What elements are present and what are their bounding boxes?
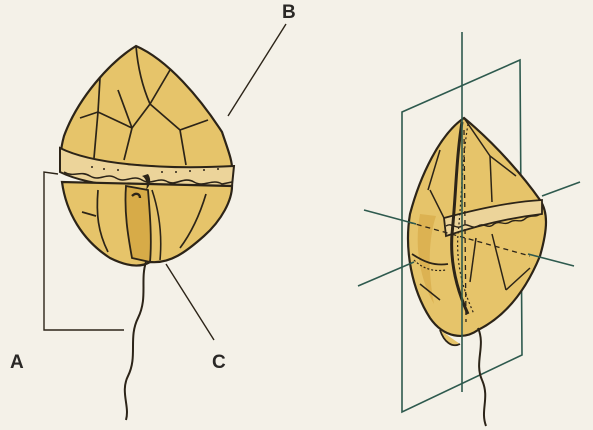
label-b: B <box>282 2 296 24</box>
longitudinal-flagellum <box>125 262 146 420</box>
leader-line-b <box>228 24 286 116</box>
dinoflagellate-ventral-view <box>60 46 234 420</box>
label-c: C <box>212 352 226 374</box>
longitudinal-flagellum-right <box>478 328 486 426</box>
leader-line-c <box>166 264 214 340</box>
axis-transverse-1 <box>364 210 416 224</box>
dinoflagellate-with-axes <box>358 32 580 426</box>
axis-transverse-2b <box>542 182 580 196</box>
axis-transverse-2 <box>358 262 414 286</box>
label-a: A <box>10 352 24 374</box>
